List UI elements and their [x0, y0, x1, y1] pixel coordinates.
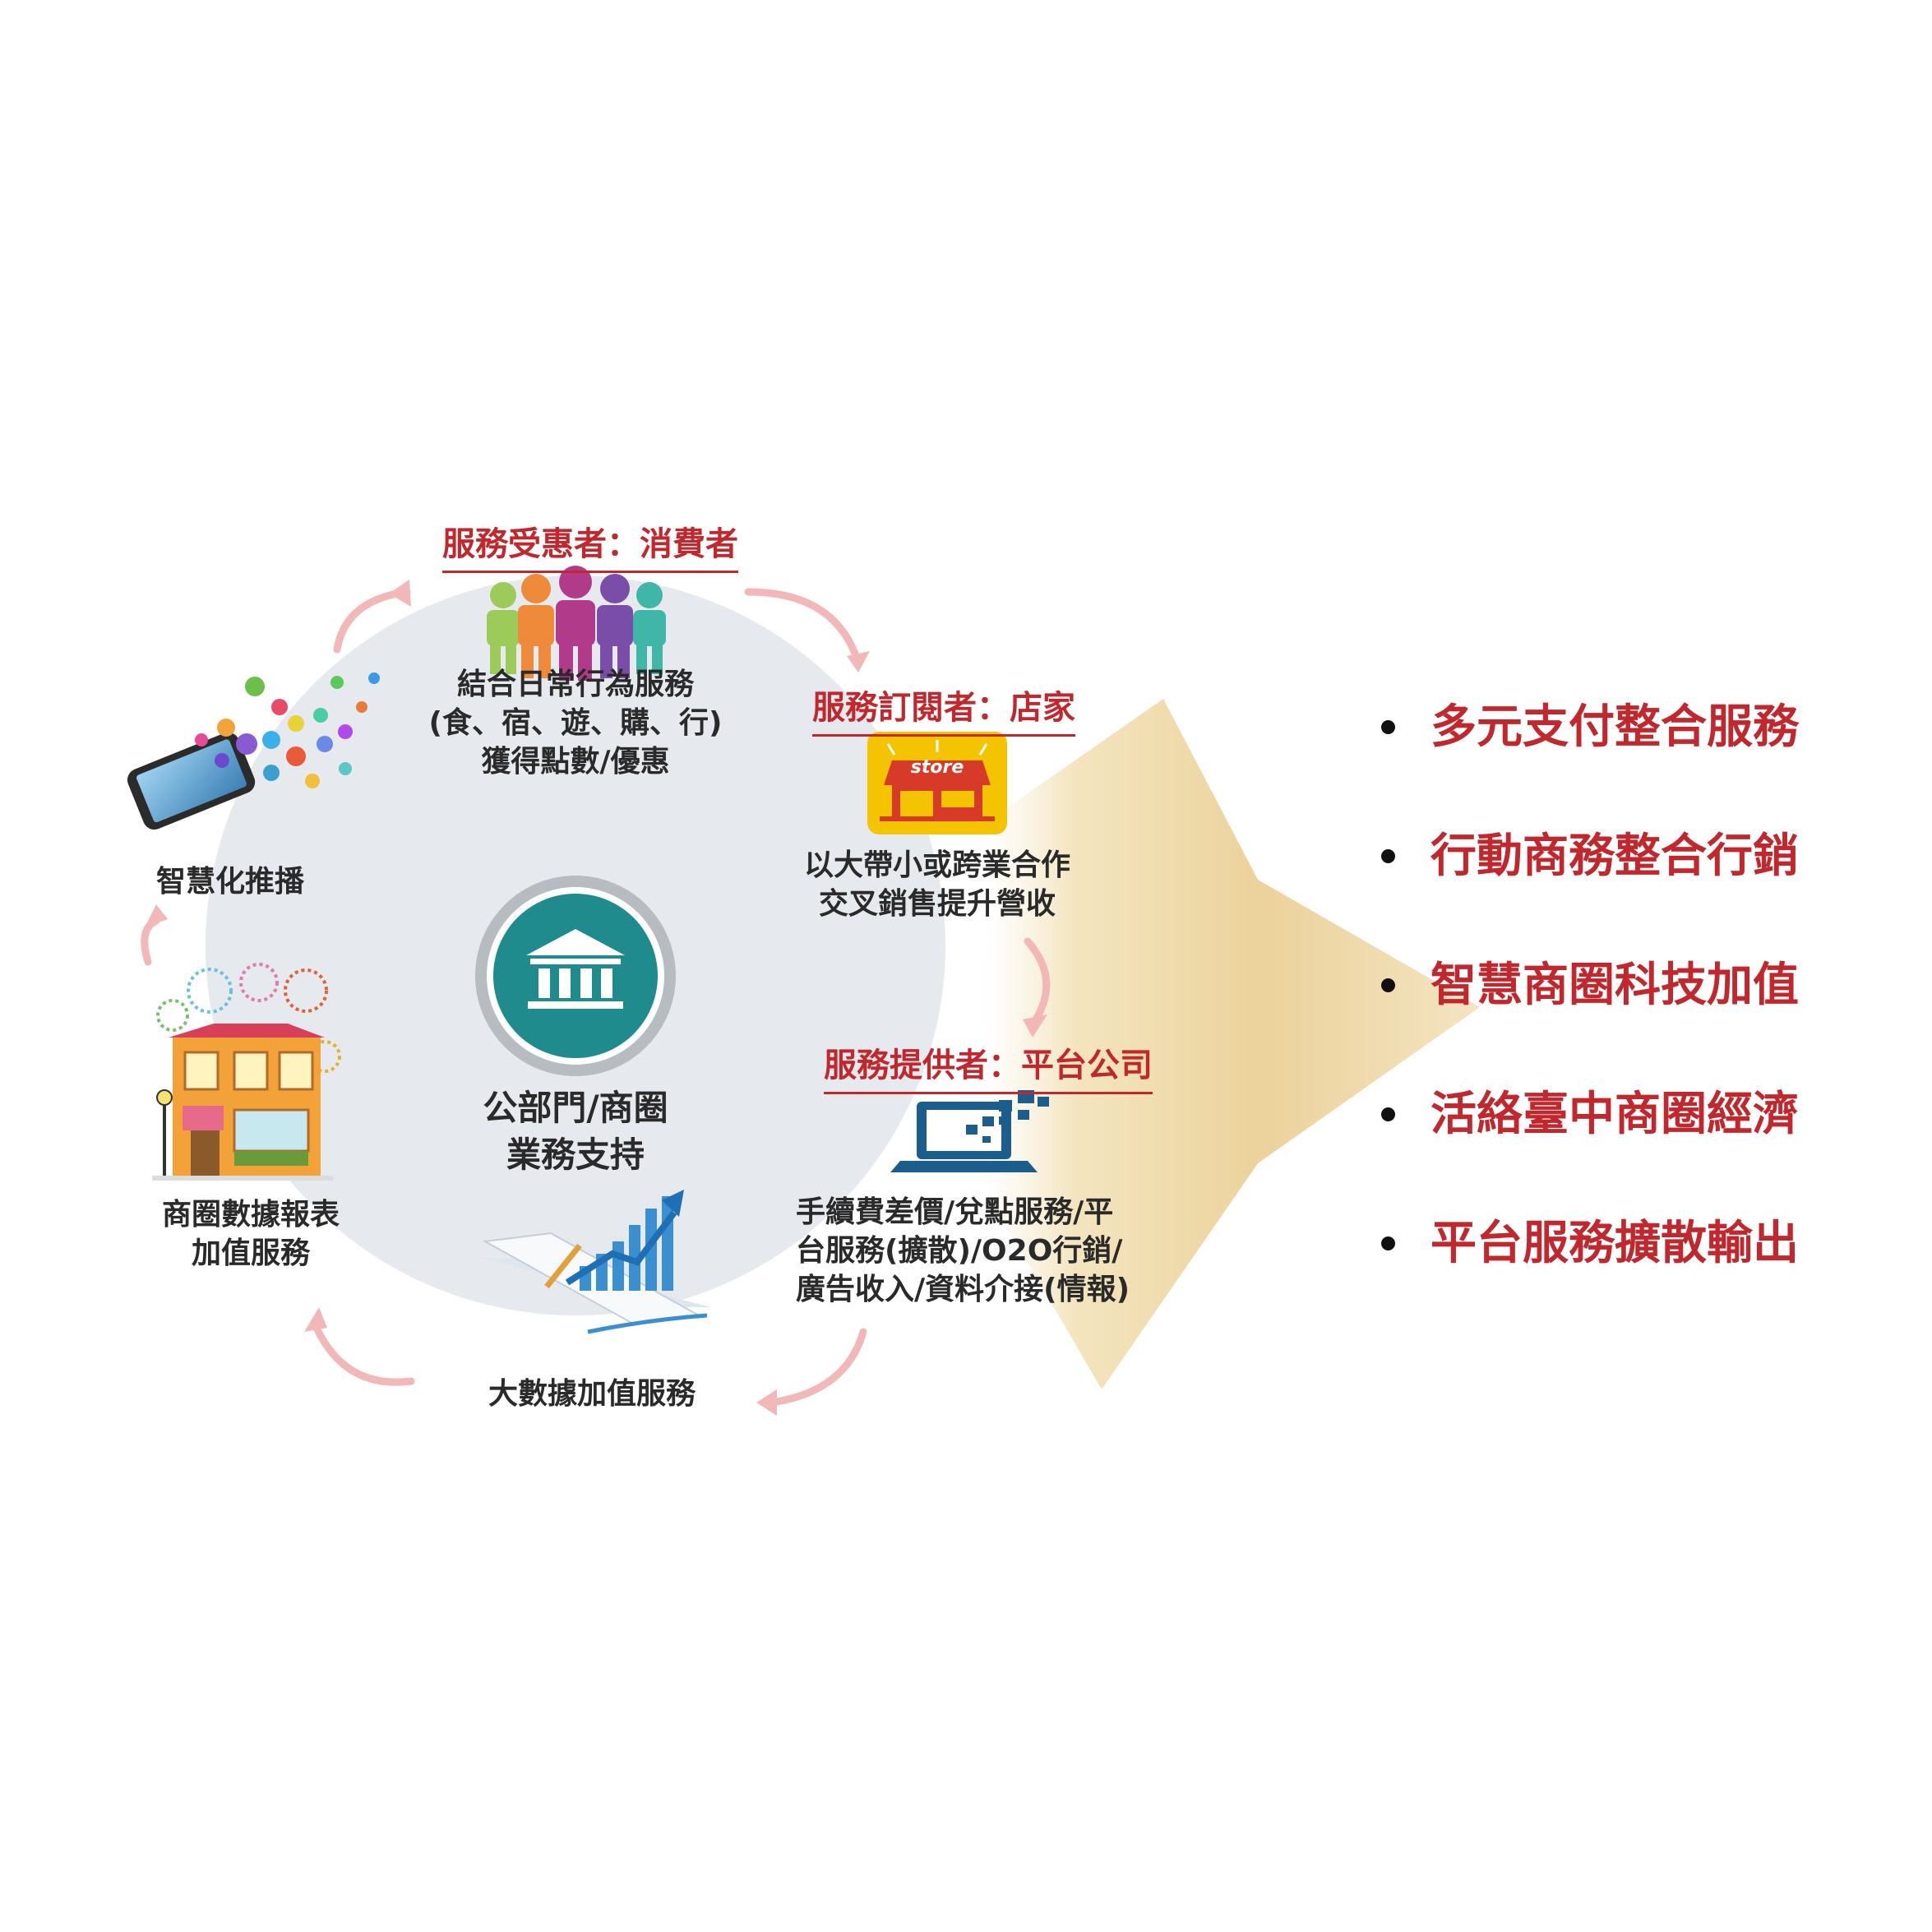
consumer-description: 結合日常行為服務 (食、宿、遊、購、行) 獲得點數/優惠	[403, 666, 748, 781]
flow-arrow-report-to-push	[141, 917, 160, 966]
report-description: 商圈數據報表 加值服務	[123, 1196, 378, 1273]
store-title: 服務訂閱者：店家	[812, 686, 1075, 737]
bullet-dot-icon	[1381, 1107, 1395, 1121]
consumer-desc-line: 結合日常行為服務	[456, 668, 694, 701]
people-group-icon	[487, 566, 666, 681]
outcome-item: 行動商務整合行銷	[1381, 824, 1799, 890]
push-label: 智慧化推播	[155, 865, 304, 899]
smartphone-apps-icon	[127, 673, 380, 830]
bullet-dot-icon	[1381, 978, 1395, 992]
bullet-dot-icon	[1381, 1236, 1395, 1250]
outcome-text: 行動商務整合行銷	[1431, 830, 1799, 883]
store-description: 以大帶小或跨業合作 交叉銷售提升營收	[789, 847, 1085, 924]
consumer-desc-line: 獲得點數/優惠	[481, 744, 670, 779]
bullet-dot-icon	[1381, 720, 1395, 734]
outcome-text: 多元支付整合服務	[1431, 700, 1799, 754]
platform-desc-line: 台服務(擴散)/O2O行銷/	[796, 1233, 1123, 1268]
shop-building-icon	[152, 963, 341, 1181]
outcome-text: 智慧商圈科技加值	[1431, 959, 1799, 1012]
outcome-item: 活絡臺中商圈經濟	[1381, 1082, 1799, 1148]
report-desc-line: 加值服務	[191, 1236, 310, 1270]
platform-description: 手續費差價/兌點服務/平 台服務(擴散)/O2O行銷/ 廣告收入/資料介接(情報…	[796, 1194, 1130, 1309]
flow-arrow-store-to-platform	[1024, 937, 1051, 1024]
center-label: 公部門/商圈 業務支持	[428, 1085, 723, 1178]
flow-arrow-bigdata-to-report	[312, 1324, 415, 1386]
platform-desc-line: 廣告收入/資料介接(情報)	[796, 1272, 1130, 1306]
center-label-line: 業務支持	[506, 1134, 645, 1175]
growth-chart-icon	[481, 1190, 711, 1334]
flow-arrow-heads	[145, 580, 1047, 1416]
outcome-text: 平台服務擴散輸出	[1431, 1217, 1799, 1270]
consumer-desc-line: (食、宿、遊、購、行)	[428, 705, 723, 740]
consumer-title: 服務受惠者：消費者	[442, 523, 738, 573]
store-desc-line: 交叉銷售提升營收	[818, 886, 1056, 921]
outcome-text: 活絡臺中商圈經濟	[1431, 1088, 1799, 1141]
outcome-item: 多元支付整合服務	[1381, 695, 1799, 760]
bank-building-icon	[475, 876, 676, 1076]
outcome-list: 多元支付整合服務 行動商務整合行銷 智慧商圈科技加值 活絡臺中商圈經濟 平台服務…	[1381, 695, 1799, 1340]
bullet-dot-icon	[1381, 849, 1395, 863]
platform-desc-line: 手續費差價/兌點服務/平	[796, 1195, 1114, 1229]
outcome-item: 智慧商圈科技加值	[1381, 953, 1799, 1019]
flow-arrow-platform-to-bigdata	[773, 1328, 867, 1406]
center-label-line: 公部門/商圈	[483, 1088, 668, 1128]
storefront-icon	[867, 732, 1007, 834]
report-desc-line: 商圈數據報表	[161, 1198, 340, 1232]
platform-title: 服務提供者：平台公司	[824, 1044, 1153, 1094]
store-icon-label: store	[910, 757, 964, 778]
store-desc-line: 以大帶小或跨業合作	[803, 848, 1070, 882]
bigdata-label: 大數據加值服務	[488, 1377, 696, 1411]
outcome-item: 平台服務擴散輸出	[1381, 1211, 1799, 1277]
outcome-arrow	[987, 699, 1480, 1389]
flow-arrow-consumer-to-store	[744, 588, 859, 658]
